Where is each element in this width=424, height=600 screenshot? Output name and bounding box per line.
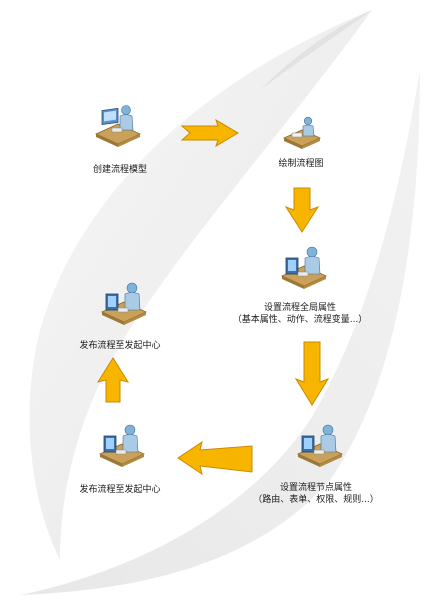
arrow-right: [180, 118, 239, 148]
node-label: 绘制流程图: [278, 159, 324, 169]
arrow-down-2: [294, 341, 330, 406]
node-label: 创建流程模型: [92, 165, 147, 175]
person-at-desk-icon: [92, 104, 144, 148]
node-global-props: 设置流程全局属性 （基本属性、动作、流程变量...）: [220, 302, 380, 326]
person-at-desk-icon: [100, 280, 148, 326]
node-node-props: 设置流程节点属性 （路由、表单、权限、规则...）: [236, 482, 396, 506]
person-at-desk-icon: [282, 116, 322, 150]
arrow-down-1: [284, 187, 320, 233]
arrow-left: [177, 440, 253, 476]
node-sublabel: （路由、表单、权限、规则...）: [253, 495, 379, 505]
node-label: 设置流程全局属性: [263, 303, 336, 313]
node-publish-2: 发布流程至发起中心: [60, 340, 180, 352]
node-create-model: 创建流程模型: [70, 164, 170, 176]
person-at-desk-icon: [98, 422, 146, 468]
node-label: 设置流程节点属性: [279, 483, 352, 493]
arrow-up: [96, 357, 130, 403]
node-draw-diagram: 绘制流程图: [256, 158, 346, 170]
node-publish-1: 发布流程至发起中心: [60, 484, 180, 496]
node-label: 发布流程至发起中心: [79, 341, 161, 351]
person-at-desk-icon: [280, 244, 328, 290]
person-at-desk-icon: [296, 422, 344, 468]
node-label: 发布流程至发起中心: [79, 485, 161, 495]
node-sublabel: （基本属性、动作、流程变量...）: [232, 315, 368, 325]
